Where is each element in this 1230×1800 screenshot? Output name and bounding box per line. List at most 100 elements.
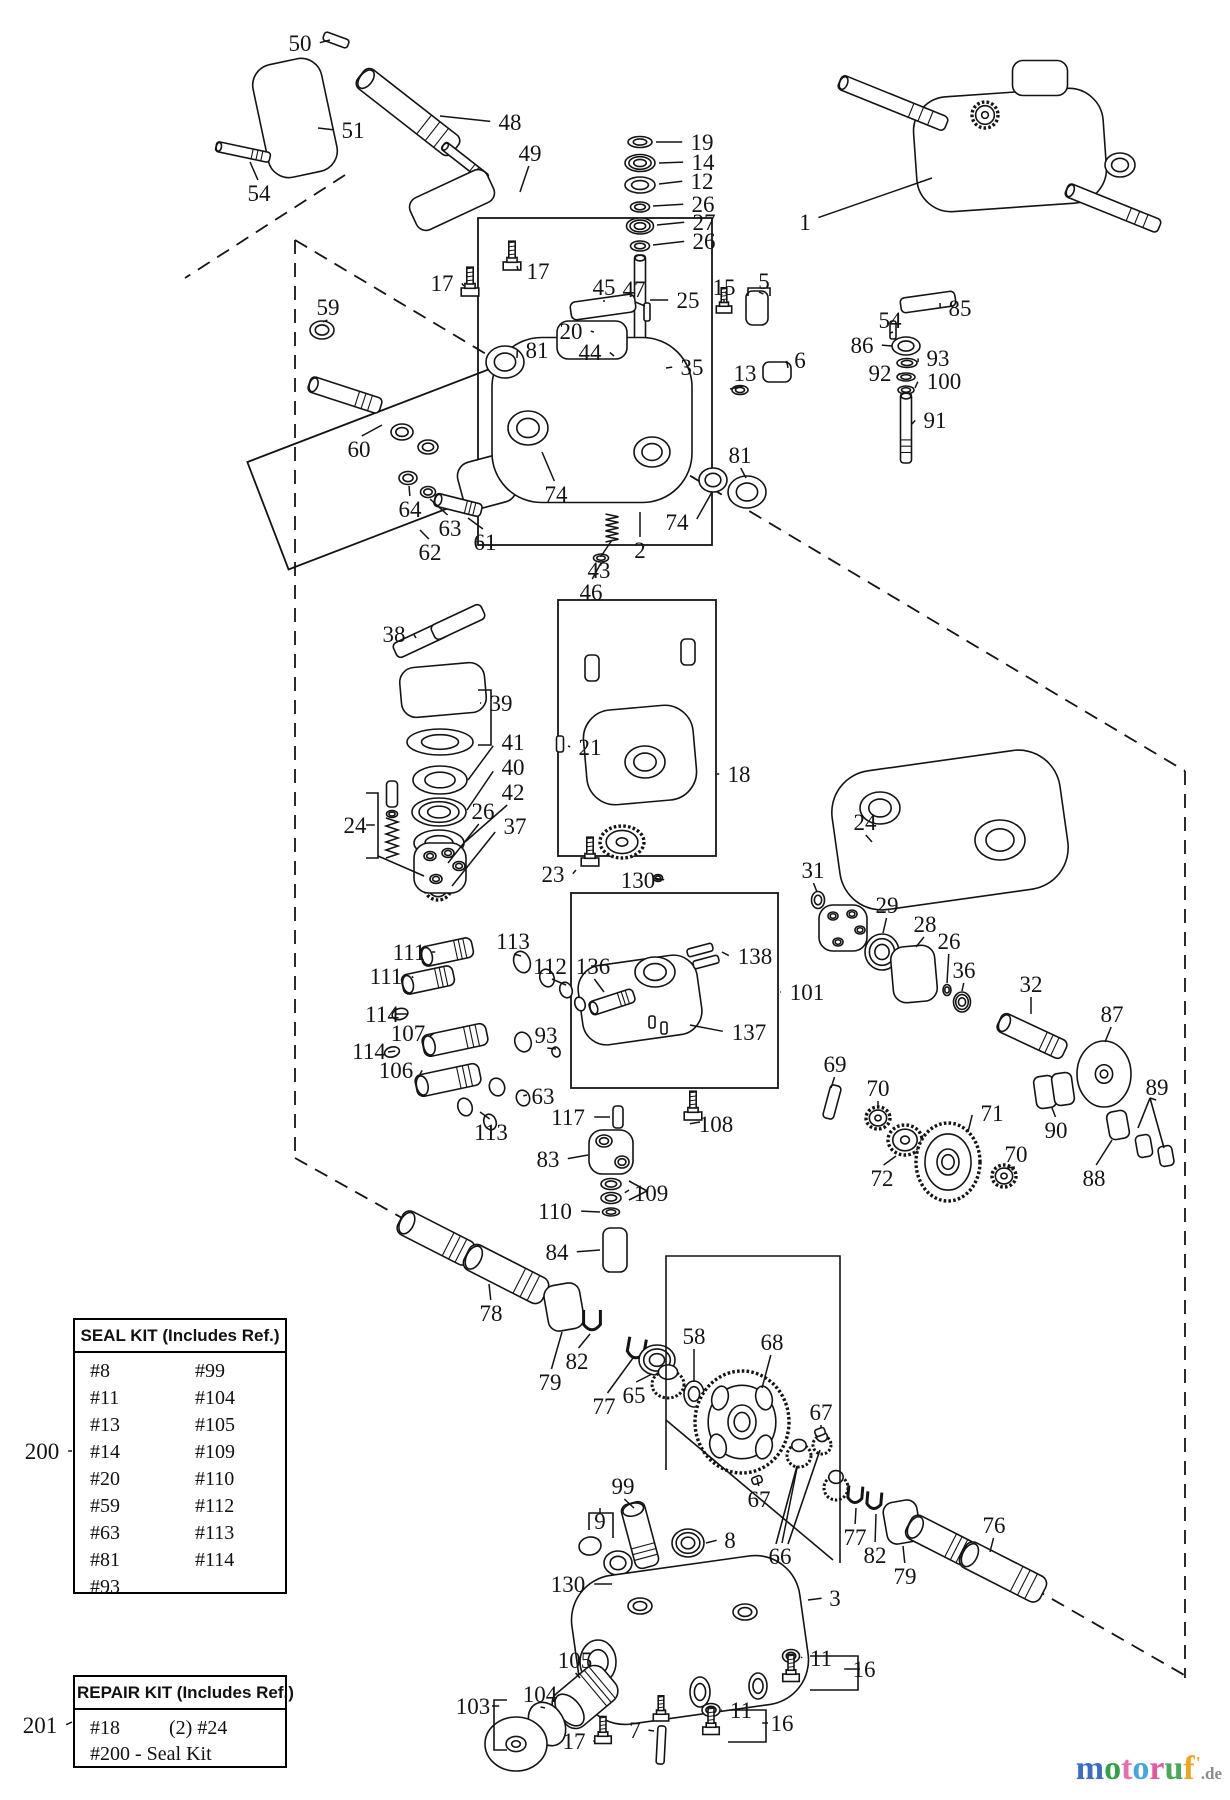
callout-label-130: 130 — [621, 868, 656, 893]
callout-label-100: 100 — [927, 369, 962, 394]
part-glyph-ring — [727, 1404, 757, 1440]
callout-label-46: 46 — [580, 580, 603, 605]
part-glyph-ring — [627, 135, 653, 149]
seal-kit-item: #14 — [90, 1441, 120, 1463]
callout-label-28: 28 — [914, 912, 937, 937]
callout-leader — [781, 1467, 798, 1544]
callout-label-86: 86 — [851, 333, 874, 358]
part-glyph-pin — [680, 638, 696, 666]
callout-label-76: 76 — [983, 1513, 1006, 1538]
callout-label-14: 14 — [692, 150, 716, 175]
callout-leader — [609, 351, 615, 357]
part-glyph-blob — [745, 290, 769, 326]
callout-label-62: 62 — [419, 540, 442, 565]
logo-letter: r — [1149, 1750, 1165, 1787]
callout-label-93: 93 — [535, 1023, 558, 1048]
callout-label-19: 19 — [691, 130, 714, 155]
part-glyph-oval — [754, 1434, 774, 1460]
part-glyph-shaft — [419, 937, 475, 967]
callout-label-2: 2 — [634, 538, 646, 563]
part-glyph-pin — [643, 302, 651, 322]
callout-leader — [591, 562, 602, 580]
callout-label-65: 65 — [623, 1383, 646, 1408]
callout-leader — [658, 161, 684, 164]
part-glyph-spring — [605, 513, 619, 543]
callout-label-106: 106 — [379, 1058, 414, 1083]
callout-label-41: 41 — [502, 730, 525, 755]
callout-label-88: 88 — [1083, 1166, 1106, 1191]
callout-label-1: 1 — [799, 210, 811, 235]
callout-label-77: 77 — [844, 1525, 867, 1550]
seal-kit-column-1: #8#11#13#14#20#59#63#81#93 — [75, 1358, 180, 1601]
callout-label-43: 43 — [588, 558, 611, 583]
callout-leader — [447, 823, 480, 864]
callout-leader — [541, 451, 556, 482]
part-glyph-oval — [512, 950, 532, 974]
part-glyph-ring — [624, 176, 656, 194]
part-glyph-ring — [896, 357, 918, 369]
part-glyph-bolt — [701, 1706, 721, 1736]
part-glyph-bolt — [715, 286, 733, 314]
bracket-lines — [366, 287, 1165, 1751]
callout-label-117: 117 — [551, 1105, 585, 1130]
callout-label-110: 110 — [538, 1199, 572, 1224]
callout-label-67: 67 — [810, 1400, 833, 1425]
callout-label-107: 107 — [391, 1021, 426, 1046]
part-glyph-ring — [601, 1207, 621, 1217]
part-glyph-blob — [556, 320, 628, 360]
callout-leader — [439, 115, 491, 123]
callout-label-111: 111 — [370, 964, 403, 989]
callout-label-29: 29 — [876, 893, 899, 918]
callout-label-15: 15 — [713, 275, 736, 300]
callout-leader — [989, 1537, 995, 1553]
part-glyph-oval — [708, 1433, 728, 1459]
part-glyph-shaft — [414, 1062, 482, 1098]
callout-leader — [1149, 1097, 1157, 1101]
callout-label-93: 93 — [927, 346, 950, 371]
part-glyph-oval — [578, 1536, 602, 1556]
callout-label-79: 79 — [539, 1370, 562, 1395]
part-glyph-ring — [891, 336, 921, 356]
callout-leader — [411, 975, 414, 979]
part-glyph-ring — [600, 1177, 622, 1191]
callout-label-50: 50 — [289, 31, 312, 56]
callout-leader — [812, 882, 818, 893]
callout-leader — [967, 1114, 973, 1133]
part-glyph-oval — [573, 996, 587, 1012]
part-glyph-pin — [692, 954, 720, 970]
callout-leader — [785, 360, 789, 369]
logo-letter: t — [1121, 1750, 1133, 1787]
part-glyph-blob — [251, 57, 339, 179]
dashed-construction-line — [294, 1157, 421, 1229]
part-glyph-ring3 — [411, 797, 467, 827]
part-glyph-ring — [595, 1134, 613, 1148]
part-glyph-ring — [633, 436, 671, 468]
callout-leader — [946, 953, 950, 984]
part-glyph-pin — [660, 1021, 668, 1035]
callout-leader — [756, 1477, 760, 1487]
group-box — [557, 599, 717, 857]
seal-kit-item: #109 — [195, 1441, 235, 1463]
part-glyph-bolt — [683, 1090, 703, 1121]
part-glyph-oval — [488, 1077, 506, 1097]
callout-leader — [830, 1076, 836, 1089]
callout-leader — [387, 1050, 396, 1053]
callout-leader — [658, 180, 683, 185]
part-glyph-gearb — [650, 1364, 686, 1400]
callout-label-31: 31 — [802, 858, 825, 883]
callout-leader — [915, 936, 925, 948]
part-glyph-ring — [398, 470, 418, 486]
callout-label-32: 32 — [1020, 972, 1043, 997]
part-glyph-pin — [889, 320, 897, 340]
callout-label-49: 49 — [519, 141, 542, 166]
callout-label-87: 87 — [1101, 1002, 1124, 1027]
callout-leader — [467, 517, 484, 530]
repair-kit-item: #18 — [90, 1717, 120, 1739]
callout-label-63: 63 — [532, 1084, 555, 1109]
callout-label-47: 47 — [623, 277, 646, 302]
callout-label-61: 61 — [474, 530, 497, 555]
part-glyph-ring — [942, 983, 952, 997]
callout-label-3: 3 — [829, 1586, 841, 1611]
part-glyph-ring — [423, 850, 437, 862]
